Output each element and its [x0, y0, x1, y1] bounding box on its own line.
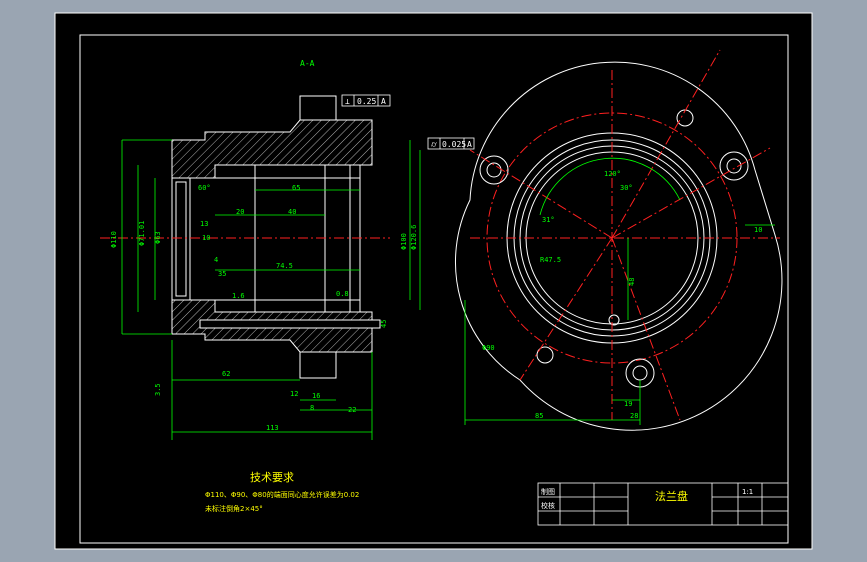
- bottom-boss: [299, 351, 337, 379]
- tol-value: 0.025: [442, 140, 466, 149]
- notes-title: 技术要求: [250, 471, 294, 484]
- top-boss: [299, 95, 337, 121]
- dim-label: 28: [630, 412, 638, 420]
- dim-label: 8: [310, 404, 314, 412]
- dim-label: Φ71.01: [138, 221, 146, 246]
- tol-value: 0.25: [357, 97, 376, 106]
- dim-label: Φ63: [154, 231, 162, 244]
- dim-label: 85: [535, 412, 543, 420]
- dim-label: 113: [266, 424, 279, 432]
- dim-label: 16: [312, 392, 320, 400]
- technical-notes: 技术要求 Φ110、Φ90、Φ80的端面同心度允许误差为0.02 未标注倒角2×…: [205, 471, 359, 513]
- tolerance-frame-2: ⌭ 0.025 A: [427, 137, 475, 150]
- dim-label: 10: [754, 226, 762, 234]
- drawing-frame: [79, 34, 789, 544]
- thread: [175, 181, 187, 297]
- dim-label: 48: [628, 278, 636, 286]
- notes-line-2: 未标注倒角2×45°: [205, 504, 263, 513]
- dim-label: Φ100: [400, 233, 408, 250]
- scale: 1:1: [742, 488, 753, 496]
- tol-symbol: ⌭: [431, 140, 437, 149]
- dim-label: Φ110: [110, 231, 118, 248]
- dim-label: 3.5: [154, 383, 162, 396]
- title-block-checked: 校核: [541, 501, 555, 510]
- part-name: 法兰盘: [655, 489, 688, 503]
- dim-label: 0.8: [336, 290, 349, 298]
- dim-label: 20: [236, 208, 244, 216]
- dim-label: 65: [292, 184, 300, 192]
- section-label: A-A: [300, 59, 315, 68]
- dim-label: Φ90: [482, 344, 495, 352]
- flange-view: [455, 49, 783, 431]
- dim-label: 30°: [620, 184, 633, 192]
- dim-label: R47.5: [540, 256, 561, 264]
- dim-label: 74.5: [276, 262, 293, 270]
- dim-label: 1.6: [232, 292, 245, 300]
- dim-label: 31°: [542, 216, 555, 224]
- thread: [171, 177, 191, 301]
- dim-label: 60°: [198, 184, 211, 192]
- drawing-canvas: [54, 12, 813, 550]
- dim-label: 35: [218, 270, 226, 278]
- tol-symbol: ⊥: [345, 97, 350, 106]
- flange-outline: [455, 61, 783, 431]
- dim-label: 120°: [604, 170, 621, 178]
- right-dimensions: [464, 224, 775, 425]
- dim-label: 45: [380, 320, 388, 328]
- title-block: [537, 482, 789, 526]
- dim-label: 13: [200, 220, 208, 228]
- left-dimensions: [121, 139, 421, 440]
- oil-passage: [199, 319, 381, 329]
- dim-label: 40: [288, 208, 296, 216]
- notes-line-1: Φ110、Φ90、Φ80的端面同心度允许误差为0.02: [205, 490, 359, 499]
- dim-label: 10: [202, 234, 210, 242]
- tolerance-frame-1: ⊥ 0.25 A: [341, 94, 391, 107]
- tol-datum: A: [467, 140, 472, 149]
- dim-label: 19: [624, 400, 632, 408]
- dim-label: 12: [290, 390, 298, 398]
- dim-label: 62: [222, 370, 230, 378]
- tol-datum: A: [381, 97, 386, 106]
- title-block-drawn: 制图: [541, 487, 555, 496]
- dim-label: 4: [214, 256, 218, 264]
- dim-label: 22: [348, 406, 356, 414]
- upper-wall-hatch: [171, 119, 373, 179]
- dim-label: Φ120.6: [410, 225, 418, 250]
- section-view: [100, 95, 390, 379]
